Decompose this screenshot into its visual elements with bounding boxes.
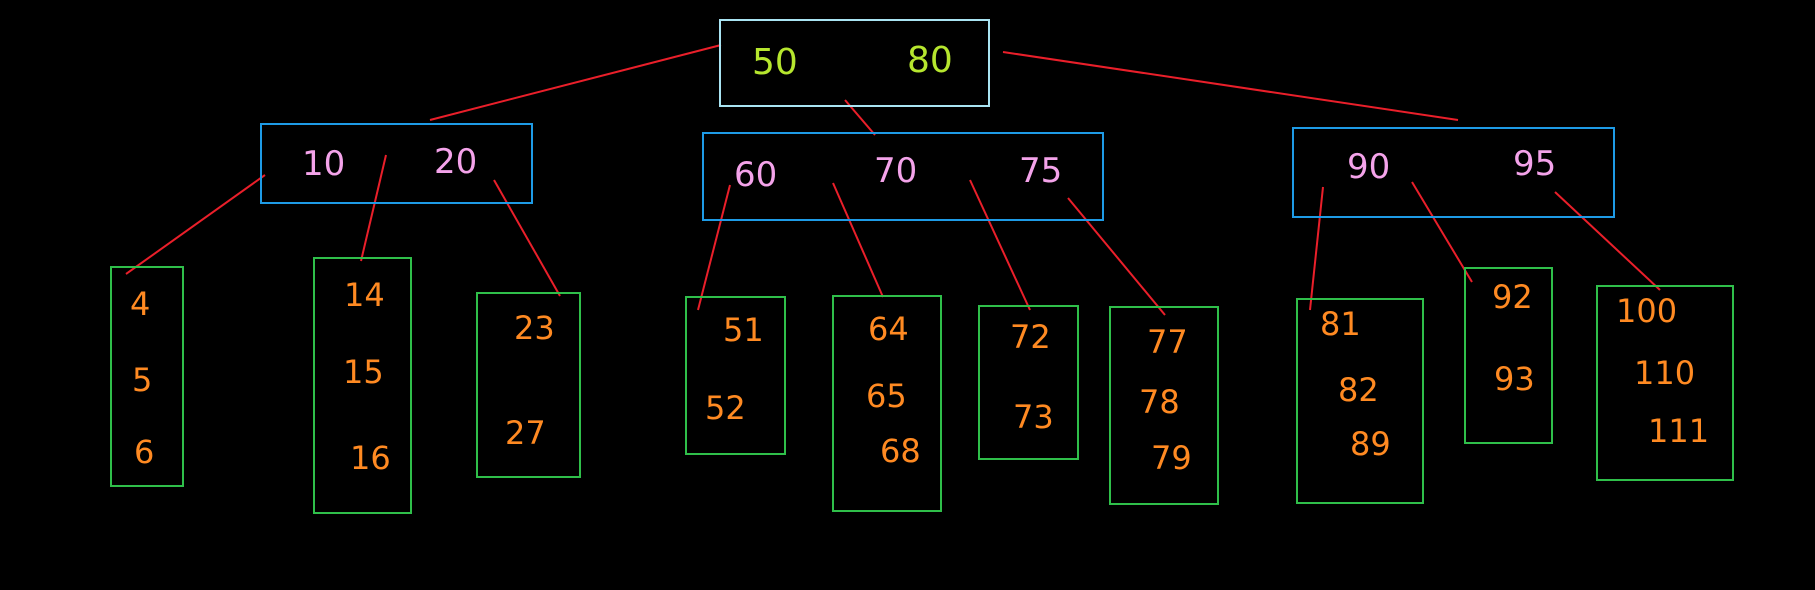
leaf-key: 23 [514,309,555,347]
edge-node-60-70-75-to-leaf-77 [1067,197,1166,316]
leaf-node-100-110-111: 100 110 111 [1596,285,1734,481]
leaf-key: 79 [1151,439,1192,477]
edge-node-90-95-to-leaf-100 [1554,191,1661,291]
leaf-key: 89 [1350,425,1391,463]
leaf-key: 93 [1494,360,1535,398]
root-node: 50 80 [719,19,990,107]
leaf-key: 72 [1010,318,1051,356]
leaf-node-51-52: 51 52 [685,296,786,455]
edge-node-10-20-to-leaf-23 [493,179,561,297]
leaf-key: 15 [343,353,384,391]
leaf-key: 82 [1338,371,1379,409]
leaf-key: 77 [1147,323,1188,361]
leaf-node-23-27: 23 27 [476,292,581,478]
leaf-key: 81 [1320,305,1361,343]
node-key: 20 [434,142,478,182]
edge-node-10-20-to-leaf-4 [125,174,266,275]
leaf-key: 51 [723,311,764,349]
edge-node-60-70-75-to-leaf-72 [969,179,1031,311]
edge-root-to-node-90-95 [1002,51,1459,121]
leaf-key: 78 [1139,383,1180,421]
leaf-node-14-15-16: 14 15 16 [313,257,412,514]
node-key: 70 [874,151,918,191]
internal-node-10-20: 10 20 [260,123,533,204]
edge-node-90-95-to-leaf-81 [1309,186,1324,311]
leaf-node-77-78-79: 77 78 79 [1109,306,1219,505]
leaf-key: 73 [1013,398,1054,436]
leaf-key: 64 [868,310,909,348]
leaf-key: 4 [130,285,151,323]
leaf-node-72-73: 72 73 [978,305,1079,460]
node-key: 95 [1513,144,1557,184]
leaf-key: 111 [1648,412,1710,450]
node-key: 10 [302,144,346,184]
leaf-node-81-82-89: 81 82 89 [1296,298,1424,504]
internal-node-60-70-75: 60 70 75 [702,132,1104,221]
leaf-key: 27 [505,414,546,452]
edge-node-60-70-75-to-leaf-51 [697,184,731,311]
edge-node-90-95-to-leaf-92 [1411,181,1473,283]
leaf-key: 65 [866,377,907,415]
edge-node-60-70-75-to-leaf-64 [832,182,884,298]
leaf-key: 16 [350,439,391,477]
edge-root-to-node-10-20 [429,44,722,121]
node-key: 80 [907,40,953,81]
leaf-key: 92 [1492,278,1533,316]
leaf-key: 100 [1616,292,1678,330]
node-key: 90 [1347,147,1391,187]
leaf-key: 110 [1634,354,1696,392]
leaf-node-92-93: 92 93 [1464,267,1553,444]
node-key: 75 [1019,151,1063,191]
internal-node-90-95: 90 95 [1292,127,1615,218]
leaf-key: 5 [132,361,153,399]
leaf-key: 6 [134,433,155,471]
leaf-node-4-5-6: 4 5 6 [110,266,184,487]
leaf-key: 52 [705,389,746,427]
node-key: 50 [752,42,798,83]
leaf-node-64-65-68: 64 65 68 [832,295,942,512]
edge-node-10-20-to-leaf-14 [360,154,387,262]
leaf-key: 14 [344,276,385,314]
node-key: 60 [734,155,778,195]
leaf-key: 68 [880,432,921,470]
